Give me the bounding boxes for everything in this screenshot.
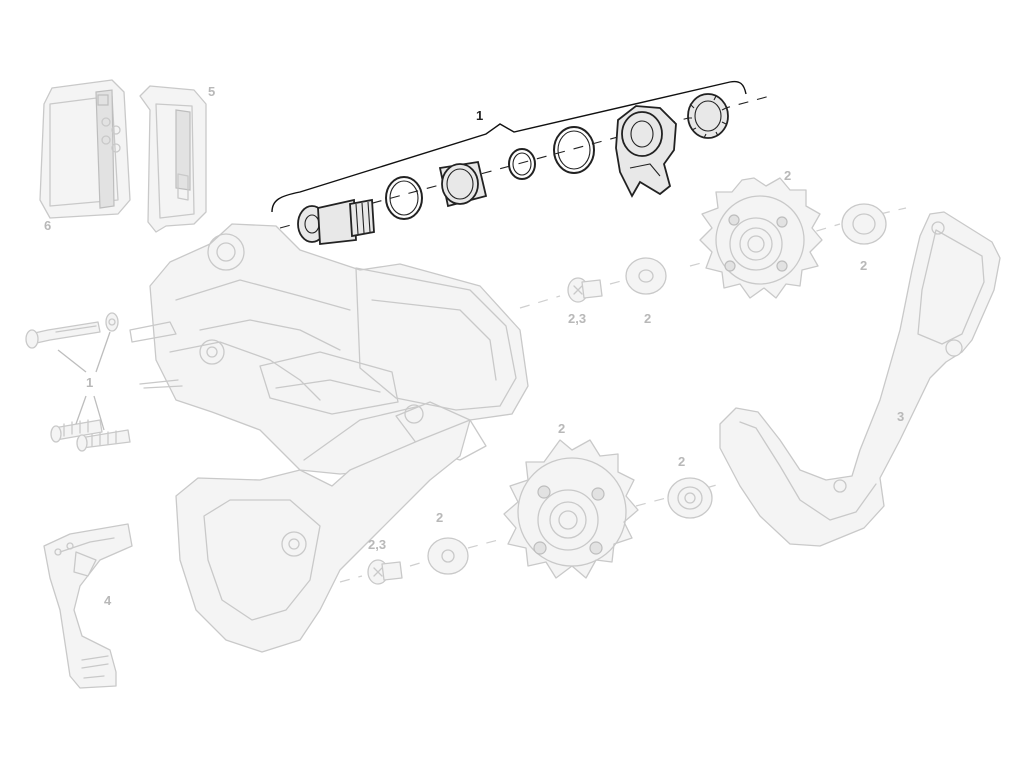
callout-bolts-1: 1 xyxy=(86,375,93,390)
kit-b-bolt xyxy=(297,198,375,245)
callout-cage-plate-3: 3 xyxy=(897,409,904,424)
callout-bolt-top: 2,3 xyxy=(568,311,586,326)
kit-o-ring-small xyxy=(508,148,536,180)
kit-bushing xyxy=(438,160,488,208)
callout-outer-washer-top: 2 xyxy=(860,258,867,273)
callout-outer-washer-bottom: 2 xyxy=(678,454,685,469)
inner-cage-plate xyxy=(719,211,1001,547)
callout-kit-1: 1 xyxy=(476,108,483,123)
callout-inner-washer-top: 2 xyxy=(644,311,651,326)
lower-inner-washer xyxy=(427,537,469,575)
kit-lock-ring xyxy=(687,93,729,139)
callout-inner-washer-bottom: 2 xyxy=(436,510,443,525)
lower-pulley-wheel xyxy=(503,439,639,579)
kit-bracket xyxy=(271,80,747,213)
kit-o-ring-large xyxy=(385,176,423,220)
b-bolt-set xyxy=(25,312,131,452)
upper-outer-washer xyxy=(841,203,887,245)
kit-washer xyxy=(553,126,595,174)
callout-lower-pulley: 2 xyxy=(558,421,565,436)
upper-pulley-bolt xyxy=(567,277,603,303)
upper-inner-washer xyxy=(625,257,667,295)
lower-pulley-bolt xyxy=(367,559,403,585)
upper-pulley-wheel xyxy=(699,177,823,299)
callout-gauge-4: 4 xyxy=(104,593,112,608)
battery-cover xyxy=(139,85,207,233)
callout-part-5: 5 xyxy=(208,84,215,99)
callout-bolt-bottom: 2,3 xyxy=(368,537,386,552)
chain-gap-gauge xyxy=(43,523,133,689)
callout-part-6: 6 xyxy=(44,218,51,233)
callout-upper-pulley: 2 xyxy=(784,168,791,183)
lower-outer-washer xyxy=(667,477,713,519)
battery xyxy=(39,79,131,219)
derailleur-body xyxy=(129,223,529,653)
kit-b-knuckle xyxy=(615,105,677,198)
